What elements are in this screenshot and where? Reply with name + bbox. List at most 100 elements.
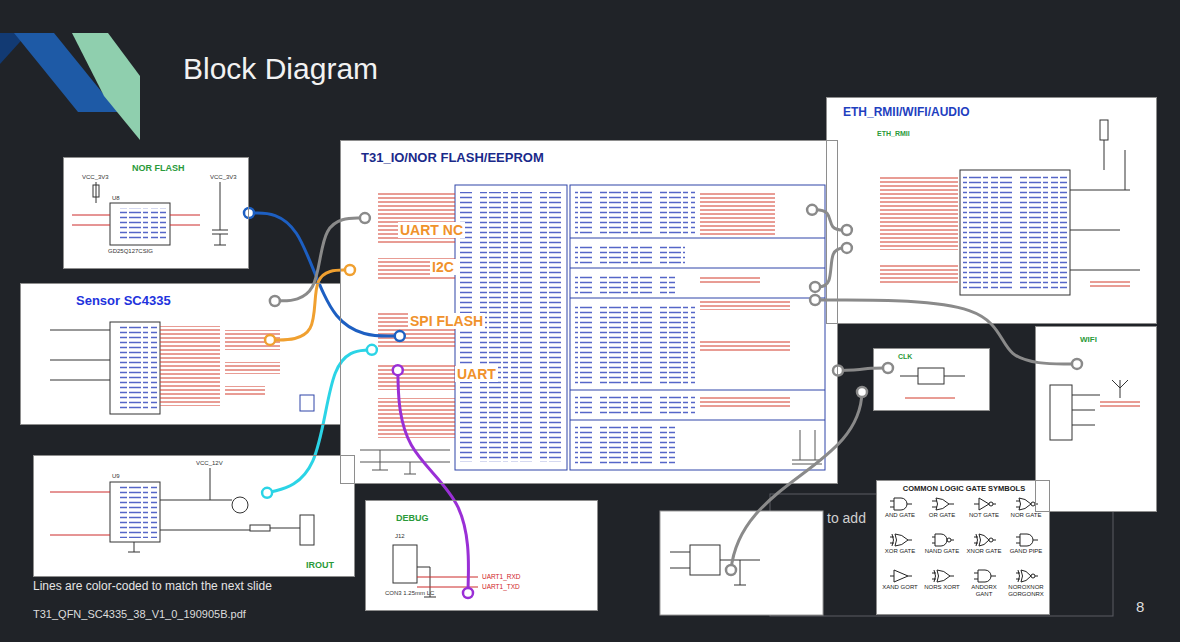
logic-gate-symbol [1016, 570, 1038, 582]
schematic-drawing [700, 275, 760, 285]
panel-title: WIFI [1080, 335, 1097, 344]
part-name: J12 [395, 533, 405, 540]
signal-name: UART1_TXD [482, 583, 520, 590]
schematic-drawing [160, 468, 300, 530]
connector-line [270, 270, 350, 340]
schematic-panel: IROUT [33, 455, 355, 577]
slide-title: Block Diagram [183, 52, 378, 87]
schematic-drawing [225, 362, 280, 374]
connector-end [842, 225, 852, 235]
file-name: T31_QFN_SC4335_38_V1_0_190905B.pdf [33, 608, 246, 621]
schematic-drawing [360, 450, 450, 474]
schematic-drawing [110, 322, 160, 414]
schematic-panel [20, 97, 1157, 615]
panel-title: Sensor SC4335 [76, 294, 171, 309]
bus-label: SPI FLASH [408, 313, 485, 329]
schematic-drawing [50, 330, 110, 380]
connector-end [833, 365, 843, 375]
schematic-drawing [1090, 280, 1130, 288]
schematic-drawing [960, 170, 1070, 295]
schematic-drawing [900, 376, 965, 377]
connector-end [360, 213, 370, 223]
schematic-panel [826, 97, 1157, 324]
gate-name: ANDORX GANT [963, 584, 1005, 597]
panel-title: DEBUG [396, 513, 429, 523]
schematic-drawing [96, 182, 228, 245]
schematic-drawing [690, 545, 720, 575]
schematic-panel [873, 348, 990, 411]
gate-name: XAND GORT [879, 584, 921, 591]
schematic-drawing [378, 364, 455, 390]
panel-subtitle: ETH_RMII [877, 130, 910, 138]
schematic-drawing [963, 175, 1067, 290]
connector-end [244, 208, 254, 218]
logic-gate-symbol [932, 498, 954, 510]
panel-title: COMMON LOGIC GATE SYMBOLS [903, 485, 1025, 494]
panel-title: CLK [898, 353, 912, 361]
schematic-panel [63, 157, 249, 269]
schematic-drawing [1100, 120, 1108, 140]
connector-end [810, 295, 820, 305]
slide-caption: Lines are color-coded to match the next … [33, 580, 272, 594]
part-name: U8 [112, 195, 120, 202]
gate-name: AND GATE [879, 512, 921, 519]
schematic-drawing [393, 545, 417, 583]
schematic-drawing [575, 245, 685, 265]
schematic-drawing [128, 542, 140, 552]
connector-end [367, 345, 377, 355]
logic-gate-symbol [1016, 534, 1038, 546]
schematic-drawing [113, 326, 157, 410]
schematic-drawing [300, 395, 314, 411]
leader-line [731, 392, 862, 570]
schematic-drawing [110, 203, 170, 245]
panel-title: IROUT [306, 560, 334, 570]
gate-name: NORS XORT [921, 584, 963, 591]
leader-line [857, 387, 867, 397]
connector-end [807, 205, 817, 215]
schematic-drawing [93, 185, 99, 197]
connector-end [395, 331, 405, 341]
logic-gate-symbol [890, 570, 912, 582]
gate-name: NOROXNOR GORGONRX [1005, 584, 1047, 597]
schematic-drawing [880, 175, 958, 250]
logic-gate-symbol [974, 498, 996, 510]
schematic-panel: ETH_RMII/WIFI/AUDIO ETH_RMII [826, 97, 1157, 324]
logic-gate-symbol [890, 534, 912, 546]
schematic-panel: NOR FLASH [63, 157, 249, 269]
schematic-drawing [232, 497, 248, 513]
schematic-drawing [670, 552, 760, 585]
schematic-drawing [170, 215, 200, 225]
connector-end [842, 243, 852, 253]
leader-line [726, 387, 867, 575]
part-name: U9 [112, 473, 120, 480]
schematic-drawing [113, 486, 157, 538]
schematic-drawing [225, 386, 265, 396]
net-name: VCC_3V3 [210, 174, 237, 181]
connector-line [398, 370, 469, 593]
schematic-drawing [114, 208, 166, 240]
connector-end [270, 296, 280, 306]
schematic-drawing [250, 525, 270, 531]
connector-end [1072, 359, 1082, 369]
panel-title: T31_IO/NOR FLASH/EEPROM [361, 151, 544, 166]
part-number: GD25Q127CSIG [108, 248, 153, 255]
schematic-panel: WIFI [1035, 326, 1157, 512]
connector-line [267, 350, 372, 493]
panel-title: to add [827, 510, 866, 526]
panel-title: ETH_RMII/WIFI/AUDIO [843, 106, 970, 120]
connector-end [393, 365, 403, 375]
schematic-drawing [72, 215, 110, 225]
schematic-panel [1035, 326, 1157, 512]
connector-end [265, 335, 275, 345]
leader-line [726, 565, 736, 575]
logic-gate-symbol [932, 534, 954, 546]
slide-decor [72, 33, 140, 140]
schematic-panel [876, 480, 1050, 615]
logic-gate-symbol [890, 498, 1038, 582]
gate-name: XNOR GATE [963, 548, 1005, 555]
gate-name: GAND PIPE [1005, 548, 1047, 555]
schematic-drawing [225, 330, 280, 350]
schematic-panel: CLK [873, 348, 990, 411]
connector-end [883, 363, 893, 373]
